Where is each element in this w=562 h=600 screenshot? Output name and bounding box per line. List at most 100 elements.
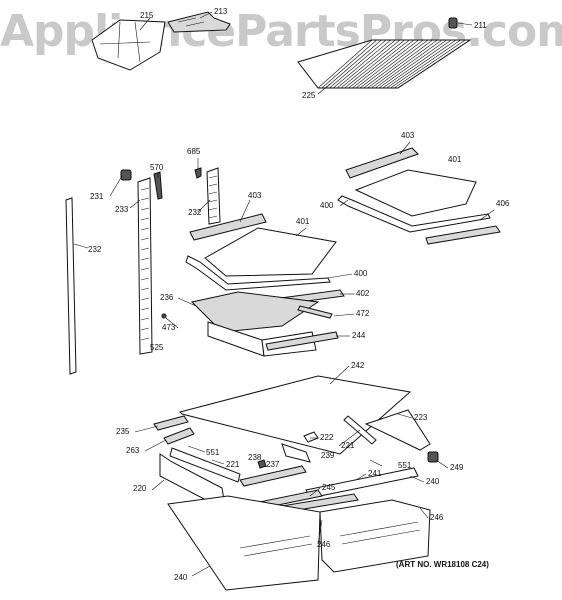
label-232: 232 xyxy=(188,208,202,217)
part-403-right-trim xyxy=(345,147,419,179)
drawing-line xyxy=(386,39,457,89)
drawing-line xyxy=(208,207,218,211)
part-472-trim xyxy=(297,305,333,319)
part-240-crisper-right xyxy=(319,499,431,573)
drawing-line xyxy=(187,445,206,453)
label-232: 232 xyxy=(88,245,102,254)
part-244-trim xyxy=(265,331,339,351)
drawing-line xyxy=(419,507,429,519)
leader-lines xyxy=(73,11,495,577)
drawing-line xyxy=(140,247,150,251)
part-238-clip xyxy=(257,459,267,469)
drawing-line xyxy=(329,365,350,385)
label-233: 233 xyxy=(115,205,129,214)
label-223: 223 xyxy=(414,413,428,422)
label-236: 236 xyxy=(160,293,174,302)
part-242-glass-cover xyxy=(179,375,412,455)
drawing-line xyxy=(140,317,150,321)
part-406-trim xyxy=(425,225,501,245)
part-221-left-rail xyxy=(169,447,241,483)
label-401: 401 xyxy=(296,217,310,226)
drawing-line xyxy=(140,327,150,331)
drawing-line xyxy=(109,175,123,197)
drawing-line xyxy=(140,277,150,281)
label-403: 403 xyxy=(401,131,415,140)
label-551: 551 xyxy=(206,448,220,457)
drawing-line xyxy=(329,39,387,89)
drawing-line xyxy=(140,217,150,221)
drawing-line xyxy=(355,473,367,481)
drawing-line xyxy=(140,207,150,211)
part-473-screw xyxy=(161,313,167,319)
drawing-line xyxy=(73,243,89,249)
drawing-line xyxy=(140,197,150,201)
part-685-screw xyxy=(194,167,202,179)
label-245: 245 xyxy=(322,483,336,492)
label-249: 249 xyxy=(450,463,464,472)
drawing-line xyxy=(134,425,159,433)
label-244: 244 xyxy=(352,331,366,340)
label-222: 222 xyxy=(320,433,334,442)
part-400-right-frame xyxy=(337,195,491,233)
drawing-line xyxy=(390,39,461,89)
label-570: 570 xyxy=(150,163,164,172)
part-231-clip xyxy=(120,169,132,181)
drawing-line xyxy=(457,22,473,26)
label-235: 235 xyxy=(116,427,130,436)
drawing-line xyxy=(208,183,218,187)
label-225: 225 xyxy=(302,91,316,100)
part-249-bracket xyxy=(427,451,439,463)
drawing-line xyxy=(197,199,211,213)
drawing-line xyxy=(325,39,382,89)
part-223-frame xyxy=(364,409,431,451)
drawing-line xyxy=(140,187,150,191)
part-403-trim xyxy=(189,213,267,241)
drawing-line xyxy=(355,39,419,89)
drawing-line xyxy=(371,39,438,89)
drawing-line xyxy=(140,267,150,271)
label-240: 240 xyxy=(174,573,188,582)
drawing-line xyxy=(338,429,361,447)
label-211: 211 xyxy=(474,21,487,30)
label-241: 241 xyxy=(368,469,382,478)
drawing-line xyxy=(378,39,447,89)
label-403: 403 xyxy=(248,191,262,200)
label-238: 238 xyxy=(248,453,262,462)
label-402: 402 xyxy=(356,289,370,298)
drawing-line xyxy=(317,519,323,545)
label-242: 242 xyxy=(351,361,365,370)
part-225-wire-shelf xyxy=(297,39,472,89)
part-232-ladder-rail xyxy=(206,167,221,225)
drawing-line xyxy=(340,39,401,89)
label-400: 400 xyxy=(354,269,368,278)
drawing-line xyxy=(151,479,165,491)
label-213: 213 xyxy=(214,7,228,16)
label-240: 240 xyxy=(426,477,440,486)
part-401-right-glass xyxy=(354,169,477,217)
label-406: 406 xyxy=(496,199,510,208)
drawing-line xyxy=(208,191,218,195)
part-401-glass-shelf xyxy=(204,227,337,277)
drawing-line xyxy=(382,39,452,89)
drawing-line xyxy=(348,39,410,89)
drawing-line xyxy=(140,257,150,261)
drawing-line xyxy=(211,459,225,465)
drawing-line xyxy=(359,39,424,89)
drawing-line xyxy=(336,39,396,89)
label-239: 239 xyxy=(321,451,335,460)
drawing-line xyxy=(140,297,150,301)
art-number: (ART NO. WR18108 C24) xyxy=(396,560,489,569)
drawing-line xyxy=(397,39,471,89)
label-401: 401 xyxy=(448,155,462,164)
part-400-shelf-frame xyxy=(185,255,331,291)
label-246: 246 xyxy=(317,540,331,549)
drawing-line xyxy=(165,317,179,329)
part-240-crisper-left xyxy=(167,495,321,591)
drawing-line xyxy=(317,39,373,89)
drawing-line xyxy=(339,199,349,207)
label-231: 231 xyxy=(90,192,104,201)
label-685: 685 xyxy=(187,147,201,156)
drawing-line xyxy=(208,215,218,219)
drawing-line xyxy=(435,459,449,469)
